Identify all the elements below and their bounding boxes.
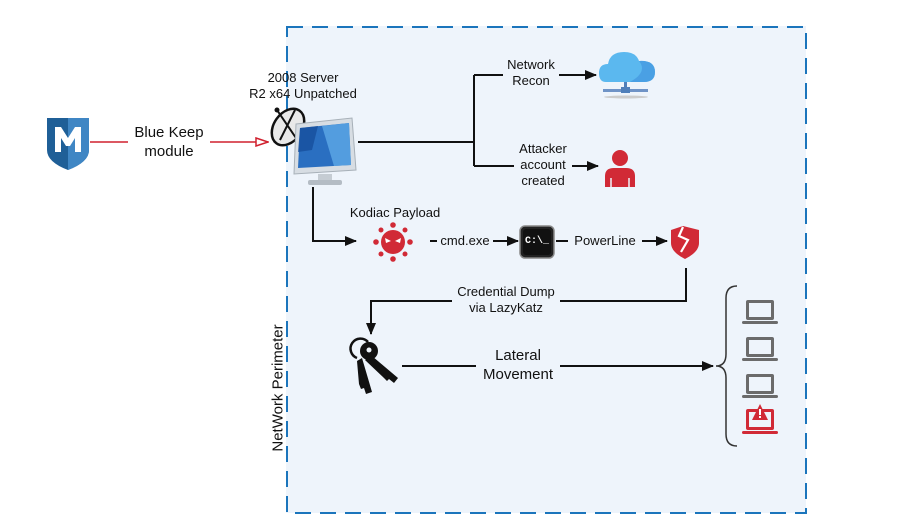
account-label-line2: account bbox=[520, 157, 566, 172]
bluekeep-label-line1: Blue Keep bbox=[134, 124, 204, 141]
user-icon bbox=[605, 150, 635, 187]
laptop-icon bbox=[742, 300, 778, 324]
computer-satellite-icon bbox=[270, 107, 357, 185]
server-label-line1: 2008 Server bbox=[267, 70, 339, 85]
credential-edge-line-a bbox=[555, 268, 687, 302]
credential-label-line2: via LazyKatz bbox=[469, 300, 543, 315]
recon-label-line2: Recon bbox=[512, 73, 550, 88]
command-prompt-icon bbox=[519, 225, 555, 259]
recon-label-line1: Network bbox=[507, 57, 555, 72]
bluekeep-edge-label: Blue Keep module bbox=[128, 123, 210, 161]
metasploit-shield-icon bbox=[47, 118, 89, 170]
credential-edge-line-b bbox=[366, 300, 452, 335]
broken-shield-icon bbox=[671, 226, 699, 259]
laptop-icon bbox=[742, 337, 778, 361]
target-group-brace bbox=[715, 285, 738, 447]
credential-label-line1: Credential Dump bbox=[457, 284, 555, 299]
lateral-label-line2: Movement bbox=[482, 366, 554, 383]
account-label-line3: created bbox=[521, 173, 565, 188]
keys-icon bbox=[349, 337, 398, 394]
kodiac-label: Kodiac Payload bbox=[349, 205, 441, 220]
laptop-icon bbox=[742, 374, 778, 398]
bluekeep-label-line2: module bbox=[144, 143, 194, 160]
perimeter-label: NetWork Perimeter bbox=[269, 324, 287, 452]
virus-icon bbox=[373, 222, 413, 262]
lateral-label-line1: Lateral bbox=[495, 347, 541, 364]
recon-edge-label: Network Recon bbox=[503, 57, 559, 89]
account-edge-label: Attacker account created bbox=[514, 141, 572, 189]
credential-edge-label: Credential Dump via LazyKatz bbox=[452, 284, 560, 316]
kodiac-edge-line bbox=[312, 187, 357, 246]
command-prompt-glyph: C:\_ bbox=[524, 236, 549, 247]
network-perimeter-zone bbox=[286, 26, 806, 513]
lateral-edge-label: Lateral Movement bbox=[476, 346, 560, 384]
laptop-alert-icon bbox=[742, 404, 778, 434]
cmd-edge-label: cmd.exe bbox=[437, 233, 493, 249]
server-label-line2: R2 x64 Unpatched bbox=[249, 86, 357, 101]
account-label-line1: Attacker bbox=[519, 141, 567, 156]
perimeter-border bbox=[286, 26, 807, 514]
powerline-edge-label: PowerLine bbox=[568, 233, 642, 249]
cloud-network-icon bbox=[599, 52, 655, 99]
server-label: 2008 Server R2 x64 Unpatched bbox=[240, 70, 366, 102]
